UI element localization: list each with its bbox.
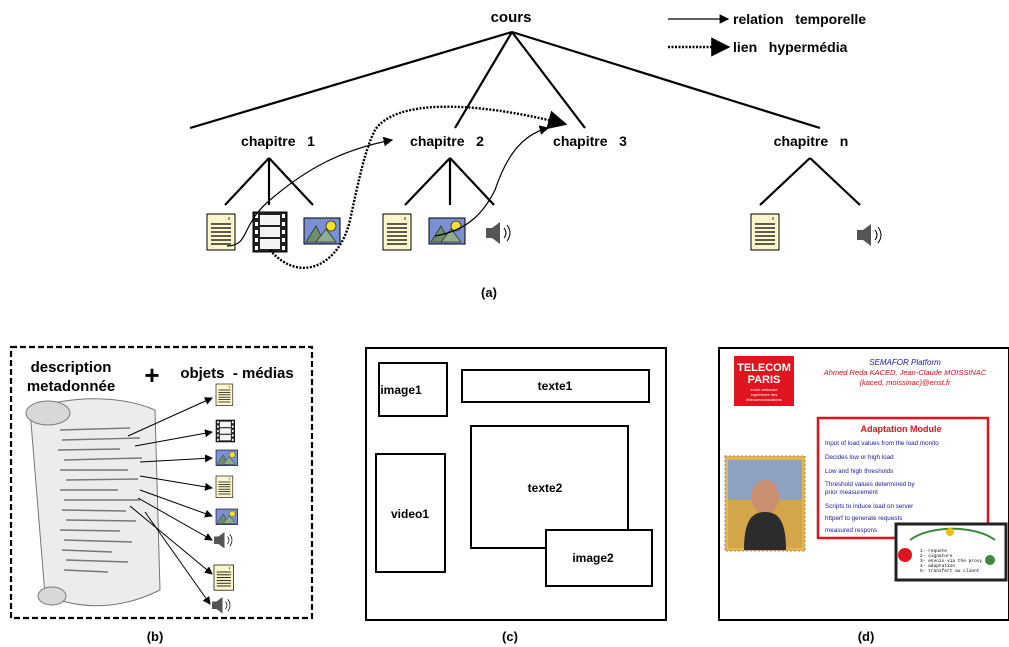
image-icon	[215, 508, 238, 525]
caption-b: (b)	[147, 629, 164, 644]
module-item: Low and high thresholds	[825, 468, 893, 475]
diagram-line: 3- envois via the proxy	[920, 558, 982, 564]
caption-d: (d)	[858, 629, 875, 644]
telecom-paris-logo	[734, 356, 794, 406]
root-node-cours: cours	[491, 9, 532, 26]
texte2-box	[470, 425, 629, 549]
module-item: Input of load values from the load monit…	[825, 440, 939, 447]
description-label: description	[31, 359, 112, 376]
image-icon	[215, 449, 238, 466]
image-icon	[303, 217, 341, 245]
root-edges	[189, 30, 821, 130]
video1-box	[375, 453, 446, 573]
chapter-edges	[224, 157, 861, 206]
module-item: Scripts to induce load on server	[825, 503, 913, 510]
chapter-2-node: chapitre 2	[410, 133, 484, 149]
panel-c-frame	[365, 347, 667, 621]
image1-label: image1	[380, 383, 422, 397]
speaker-icon	[213, 531, 233, 549]
panel-a-tree: cours chapitre 1 chapitre 2 chapitre 3 c…	[189, 9, 882, 300]
hypermedia-links	[226, 105, 568, 269]
document-icon	[215, 475, 234, 498]
authors-line: Ahmed Reda KACED, Jean-Claude MOISSINAC	[823, 368, 987, 377]
diagram-line: 4- adaptation	[920, 563, 955, 569]
module-title: Adaptation Module	[861, 424, 942, 434]
document-icon	[206, 213, 236, 251]
document-icon	[750, 213, 780, 251]
plus-sign: +	[144, 360, 159, 390]
image2-label: image2	[572, 551, 614, 565]
panel-c-layout: image1 texte1 video1 texte2 image2 (c)	[365, 347, 667, 644]
logo-text-2: PARIS	[748, 374, 781, 386]
legend-hypermedia-link: lien hypermédia	[733, 39, 848, 55]
chapter-1-node: chapitre 1	[241, 133, 315, 149]
texte1-box	[461, 369, 650, 403]
module-item: measured respons	[825, 527, 877, 534]
speaker-icon	[485, 221, 511, 245]
platform-title: SEMAFOR Platform	[869, 358, 941, 367]
diagram-line: 5- transfert au client	[920, 568, 980, 574]
film-icon	[252, 211, 288, 253]
legend-temporal-relation: relation temporelle	[733, 11, 866, 27]
texte1-label: texte1	[538, 379, 573, 393]
speaker-icon	[211, 596, 231, 614]
logo-text-5: télécommunications	[746, 397, 781, 402]
network-diagram: 1- requete 2- signature 3- envois via th…	[894, 522, 1008, 582]
media-objects-label: objets - médias	[180, 365, 293, 382]
texte2-label: texte2	[528, 481, 563, 495]
film-icon	[215, 419, 235, 443]
video1-label: video1	[391, 507, 429, 521]
chapter-n-node: chapitre n	[774, 133, 849, 149]
module-item: httperf to generate requests	[825, 515, 902, 522]
media-icon-list	[211, 383, 238, 614]
document-icon	[382, 213, 412, 251]
module-item: Threshold values determined by	[825, 481, 915, 488]
logo-text-1: TELECOM	[737, 362, 791, 374]
chapter-3-node: chapitre 3	[553, 133, 627, 149]
presenter-video	[724, 455, 806, 552]
legend: relation temporelle lien hypermédia	[668, 11, 866, 57]
scroll-illustration	[25, 398, 161, 607]
adaptation-module-box	[816, 416, 990, 540]
metadata-arrows	[127, 397, 213, 605]
image-icon	[428, 217, 466, 245]
panel-b: description metadonnée + objets - médias	[9, 345, 314, 644]
caption-c: (c)	[502, 629, 518, 644]
logo-text-4: supérieure des	[751, 392, 777, 397]
caption-a: (a)	[481, 285, 497, 300]
image2-box	[545, 529, 653, 587]
speaker-icon	[856, 223, 882, 247]
document-icon	[213, 564, 235, 591]
panel-b-frame	[9, 345, 314, 620]
logo-text-3: école nationale	[751, 387, 779, 392]
diagram-line: 1- requete	[920, 548, 947, 554]
metadata-label: metadonnée	[27, 378, 115, 395]
panel-d-screenshot: TELECOM PARIS école nationale supérieure…	[718, 347, 1009, 644]
image1-box	[378, 362, 448, 417]
module-item: Decides low or high load	[825, 454, 894, 461]
diagram-line: 2- signature	[920, 553, 953, 559]
module-item: prior measurement	[825, 489, 878, 496]
document-icon	[215, 383, 234, 406]
email-line: {kaced, moissinac}@enst.fr	[860, 378, 951, 387]
